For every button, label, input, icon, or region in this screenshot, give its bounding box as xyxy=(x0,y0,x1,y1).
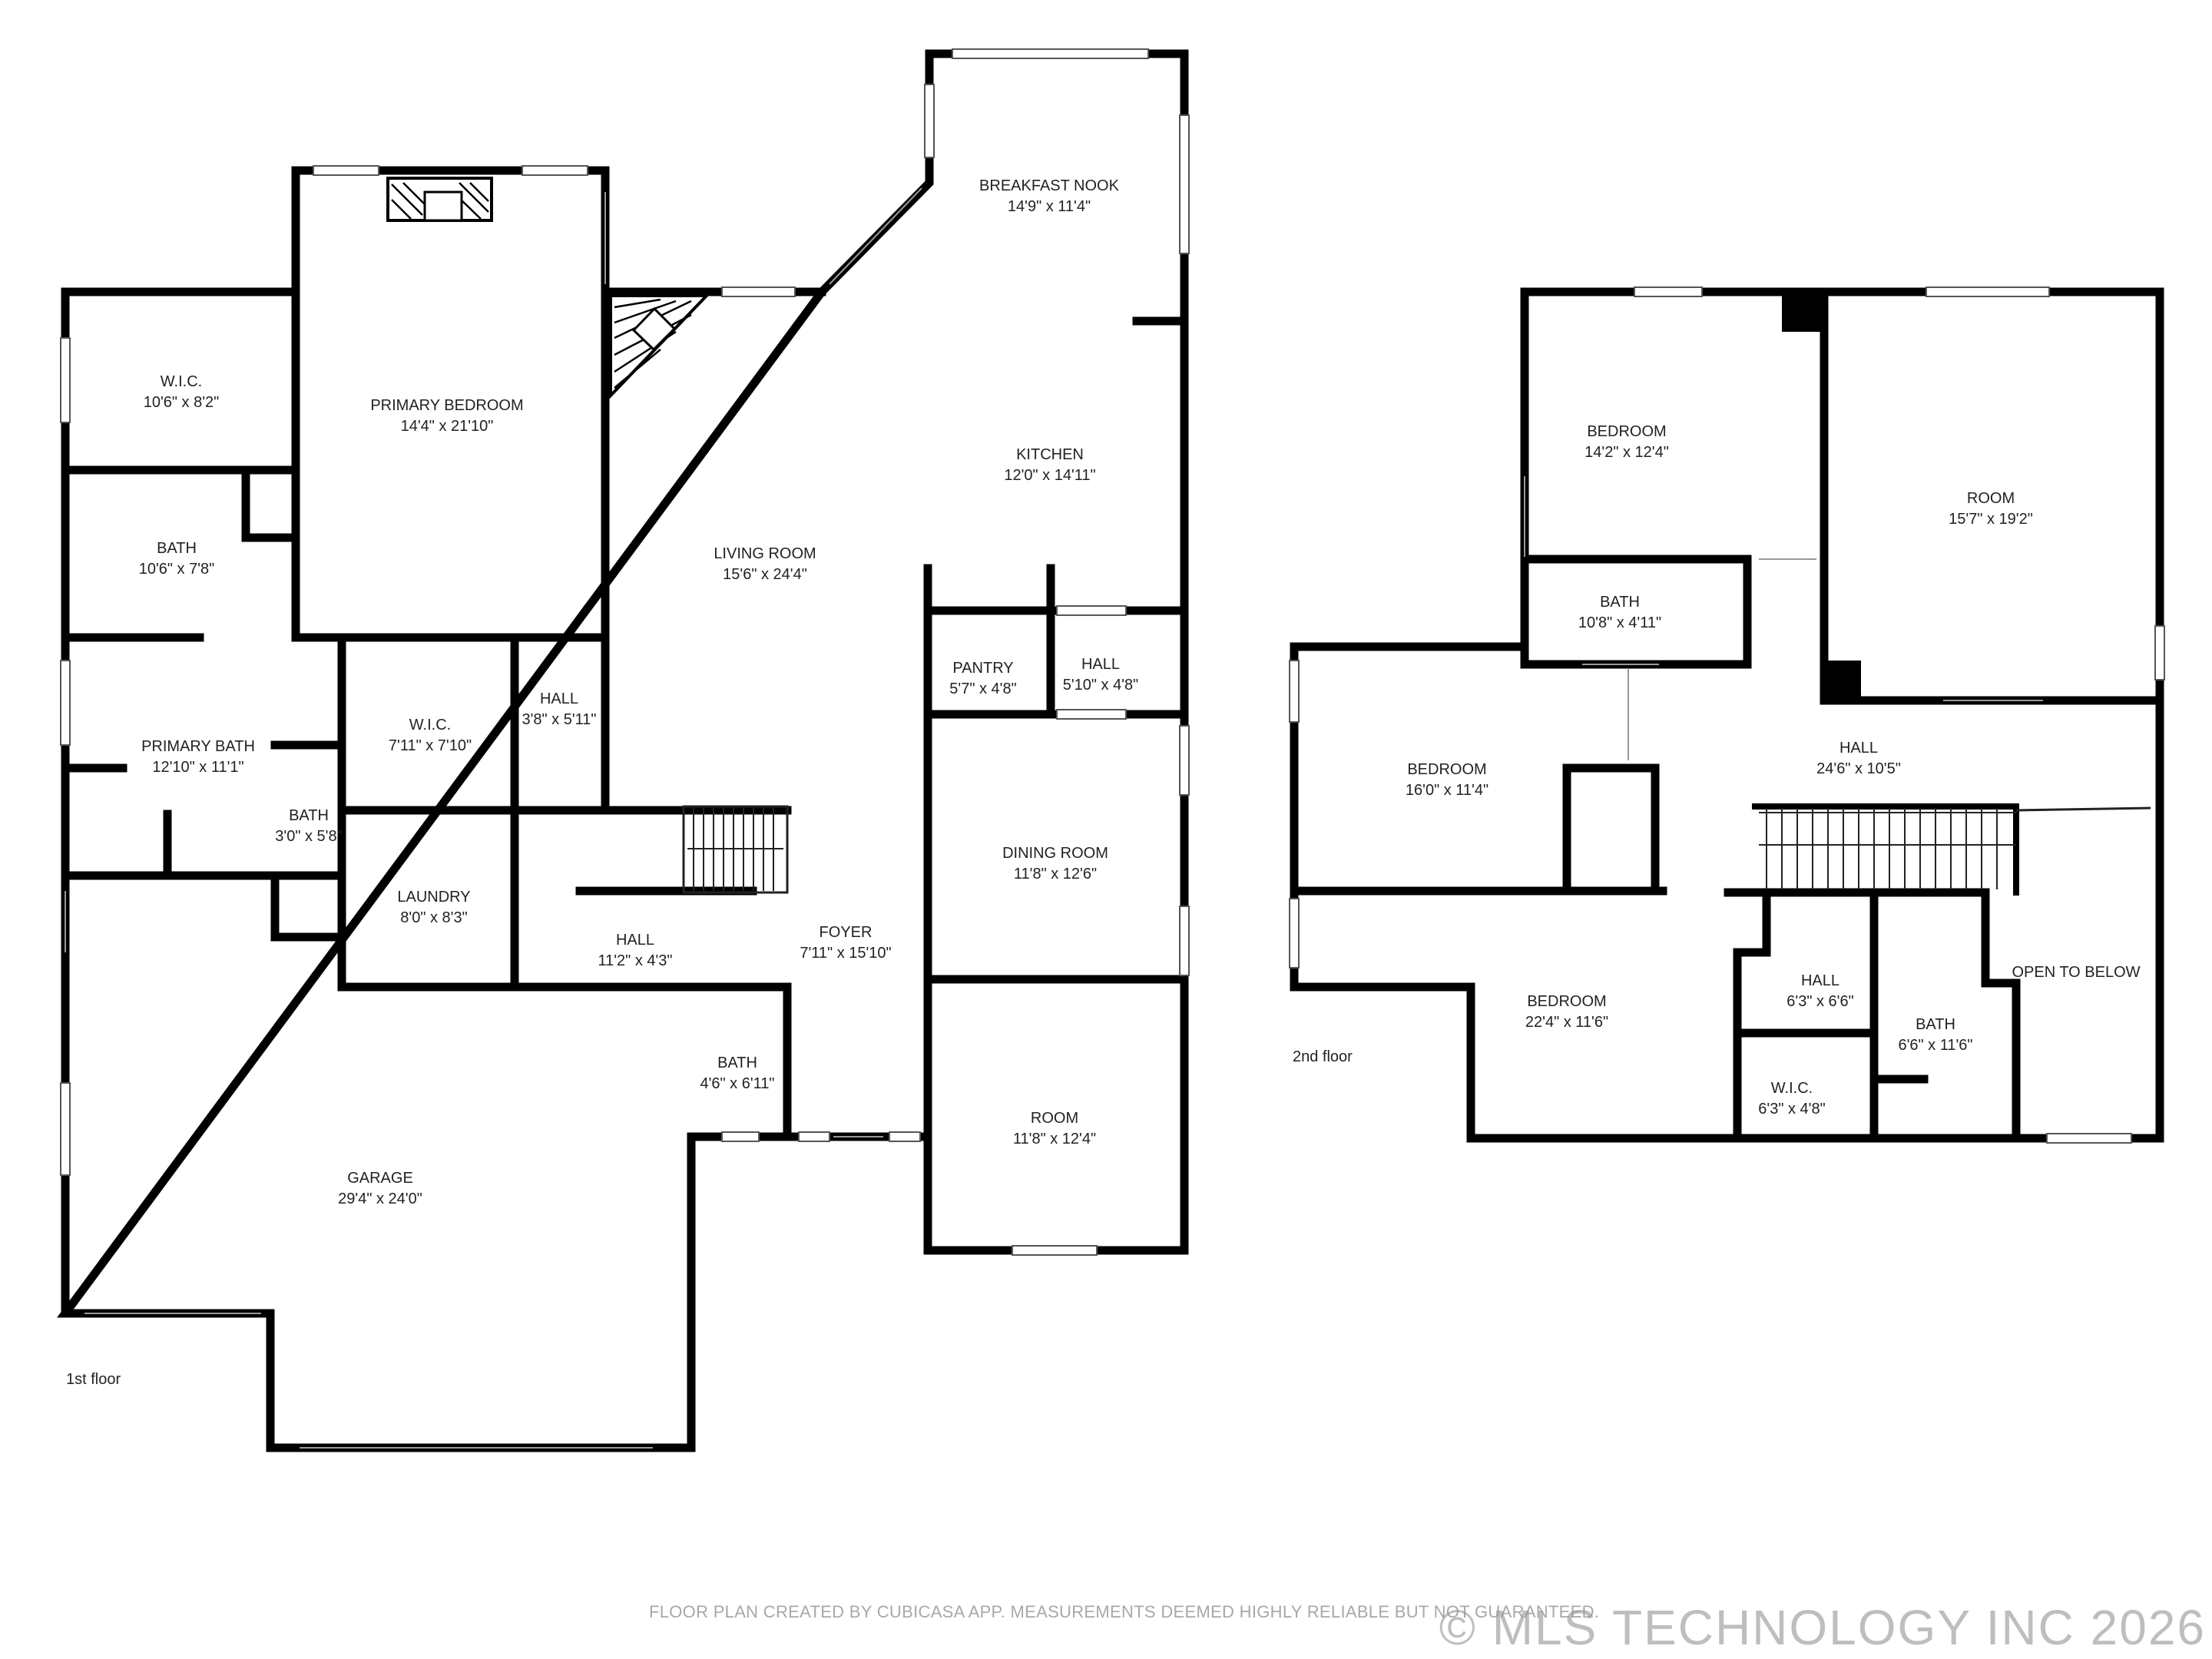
room-label-hall-3: HALL xyxy=(1081,656,1120,673)
room-label-pantry: PANTRY xyxy=(952,660,1013,677)
room-dims-hall-1: 3'8" x 5'11" xyxy=(522,711,596,728)
room-label-bedroom-b: BEDROOM xyxy=(1407,761,1486,778)
first-floor-room-labels: W.I.C. 10'6" x 8'2" PRIMARY BEDROOM 14'4… xyxy=(66,177,1138,1388)
room-dims-bath-5: 6'6" x 11'6" xyxy=(1898,1037,1972,1054)
room-label-room-1: ROOM xyxy=(1031,1110,1078,1127)
column-block xyxy=(1782,292,1824,332)
room-dims-foyer: 7'11" x 15'10" xyxy=(800,945,891,962)
second-floor-outer-walls xyxy=(1290,287,2164,1143)
second-floor-windows xyxy=(1289,286,2165,1144)
room-label-wic-3: W.I.C. xyxy=(1771,1080,1813,1097)
room-label-hall-4: HALL xyxy=(1839,740,1878,757)
second-floor-interior-walls xyxy=(1290,287,2164,1143)
room-dims-bath-1: 10'6" x 7'8" xyxy=(139,561,215,578)
column-block xyxy=(1824,661,1861,700)
room-label-bedroom-c: BEDROOM xyxy=(1527,993,1606,1010)
room-dims-laundry: 8'0" x 8'3" xyxy=(400,909,467,926)
room-label-hall-5: HALL xyxy=(1801,972,1839,989)
floor-label-first: 1st floor xyxy=(66,1371,121,1388)
first-floor-doors xyxy=(65,187,922,1449)
room-dims-kitchen: 12'0" x 14'11" xyxy=(1004,467,1095,484)
room-label-hall-1: HALL xyxy=(540,690,578,707)
room-dims-bath-3: 4'6" x 6'11" xyxy=(700,1075,774,1092)
room-label-wic-2: W.I.C. xyxy=(409,717,451,733)
room-dims-living-room: 15'6" x 24'4" xyxy=(723,566,807,583)
first-floor: W.I.C. 10'6" x 8'2" PRIMARY BEDROOM 14'4… xyxy=(57,48,1190,1452)
room-label-living-room: LIVING ROOM xyxy=(714,545,816,562)
room-label-hall-2: HALL xyxy=(616,932,654,949)
second-floor: BEDROOM 14'2" x 12'4" ROOM 15'7" x 19'2"… xyxy=(1289,286,2165,1144)
room-label-bath-2: BATH xyxy=(289,807,329,824)
first-floor-interior-walls xyxy=(61,166,1189,1141)
room-label-bedroom-a: BEDROOM xyxy=(1587,423,1666,440)
room-dims-hall-2: 11'2" x 4'3" xyxy=(598,952,672,969)
first-floor-windows xyxy=(60,48,1190,1256)
room-label-bath-5: BATH xyxy=(1916,1016,1955,1033)
room-dims-dining-room: 11'8" x 12'6" xyxy=(1014,866,1097,882)
room-label-kitchen: KITCHEN xyxy=(1016,446,1084,463)
room-dims-bedroom-a: 14'2" x 12'4" xyxy=(1584,444,1669,461)
room-label-primary-bedroom: PRIMARY BEDROOM xyxy=(370,397,523,414)
room-dims-breakfast-nook: 14'9" x 11'4" xyxy=(1008,198,1091,215)
stairs-first-floor xyxy=(682,805,789,894)
stairs-second-floor xyxy=(1752,803,2151,896)
room-dims-hall-4: 24'6" x 10'5" xyxy=(1816,760,1901,777)
room-label-open-to-below: OPEN TO BELOW xyxy=(2012,964,2140,981)
room-label-wic-1: W.I.C. xyxy=(161,373,202,390)
disclaimer-note: FLOOR PLAN CREATED BY CUBICASA APP. MEAS… xyxy=(649,1602,1600,1621)
room-dims-room-2: 15'7" x 19'2" xyxy=(1949,511,2033,528)
room-label-bath-1: BATH xyxy=(157,540,197,557)
room-label-foyer: FOYER xyxy=(820,924,873,941)
room-dims-primary-bedroom: 14'4" x 21'10" xyxy=(401,418,494,435)
room-dims-bedroom-b: 16'0" x 11'4" xyxy=(1406,782,1488,799)
room-dims-bath-2: 3'0" x 5'8" xyxy=(275,828,342,845)
room-label-bath-4: BATH xyxy=(1600,594,1640,611)
room-dims-room-1: 11'8" x 12'4" xyxy=(1013,1131,1096,1147)
room-label-breakfast-nook: BREAKFAST NOOK xyxy=(979,177,1120,194)
room-dims-wic-1: 10'6" x 8'2" xyxy=(144,394,220,411)
room-label-bath-3: BATH xyxy=(717,1055,757,1071)
room-dims-hall-5: 6'3" x 6'6" xyxy=(1786,993,1853,1010)
room-dims-hall-3: 5'10" x 4'8" xyxy=(1063,677,1139,694)
room-dims-garage: 29'4" x 24'0" xyxy=(338,1190,422,1207)
second-floor-room-labels: BEDROOM 14'2" x 12'4" ROOM 15'7" x 19'2"… xyxy=(1293,423,2141,1118)
room-label-laundry: LAUNDRY xyxy=(397,889,470,906)
room-dims-pantry: 5'7" x 4'8" xyxy=(949,680,1016,697)
floor-label-second: 2nd floor xyxy=(1293,1048,1353,1065)
fireplace-primary-bedroom xyxy=(386,177,493,222)
fireplace-living-room xyxy=(609,294,710,399)
room-label-garage: GARAGE xyxy=(347,1170,413,1187)
room-label-primary-bath: PRIMARY BATH xyxy=(141,738,255,755)
second-floor-doors xyxy=(1524,476,2043,760)
room-dims-primary-bath: 12'10" x 11'1" xyxy=(152,759,243,776)
room-label-room-2: ROOM xyxy=(1967,490,2015,507)
room-dims-wic-2: 7'11" x 7'10" xyxy=(389,737,472,754)
room-dims-bath-4: 10'8" x 4'11" xyxy=(1578,614,1661,631)
room-dims-wic-3: 6'3" x 4'8" xyxy=(1758,1101,1825,1118)
copyright-watermark: © MLS TECHNOLOGY INC 2026 xyxy=(1439,1600,2206,1655)
room-label-dining-room: DINING ROOM xyxy=(1002,845,1108,862)
room-dims-bedroom-c: 22'4" x 11'6" xyxy=(1525,1014,1608,1031)
